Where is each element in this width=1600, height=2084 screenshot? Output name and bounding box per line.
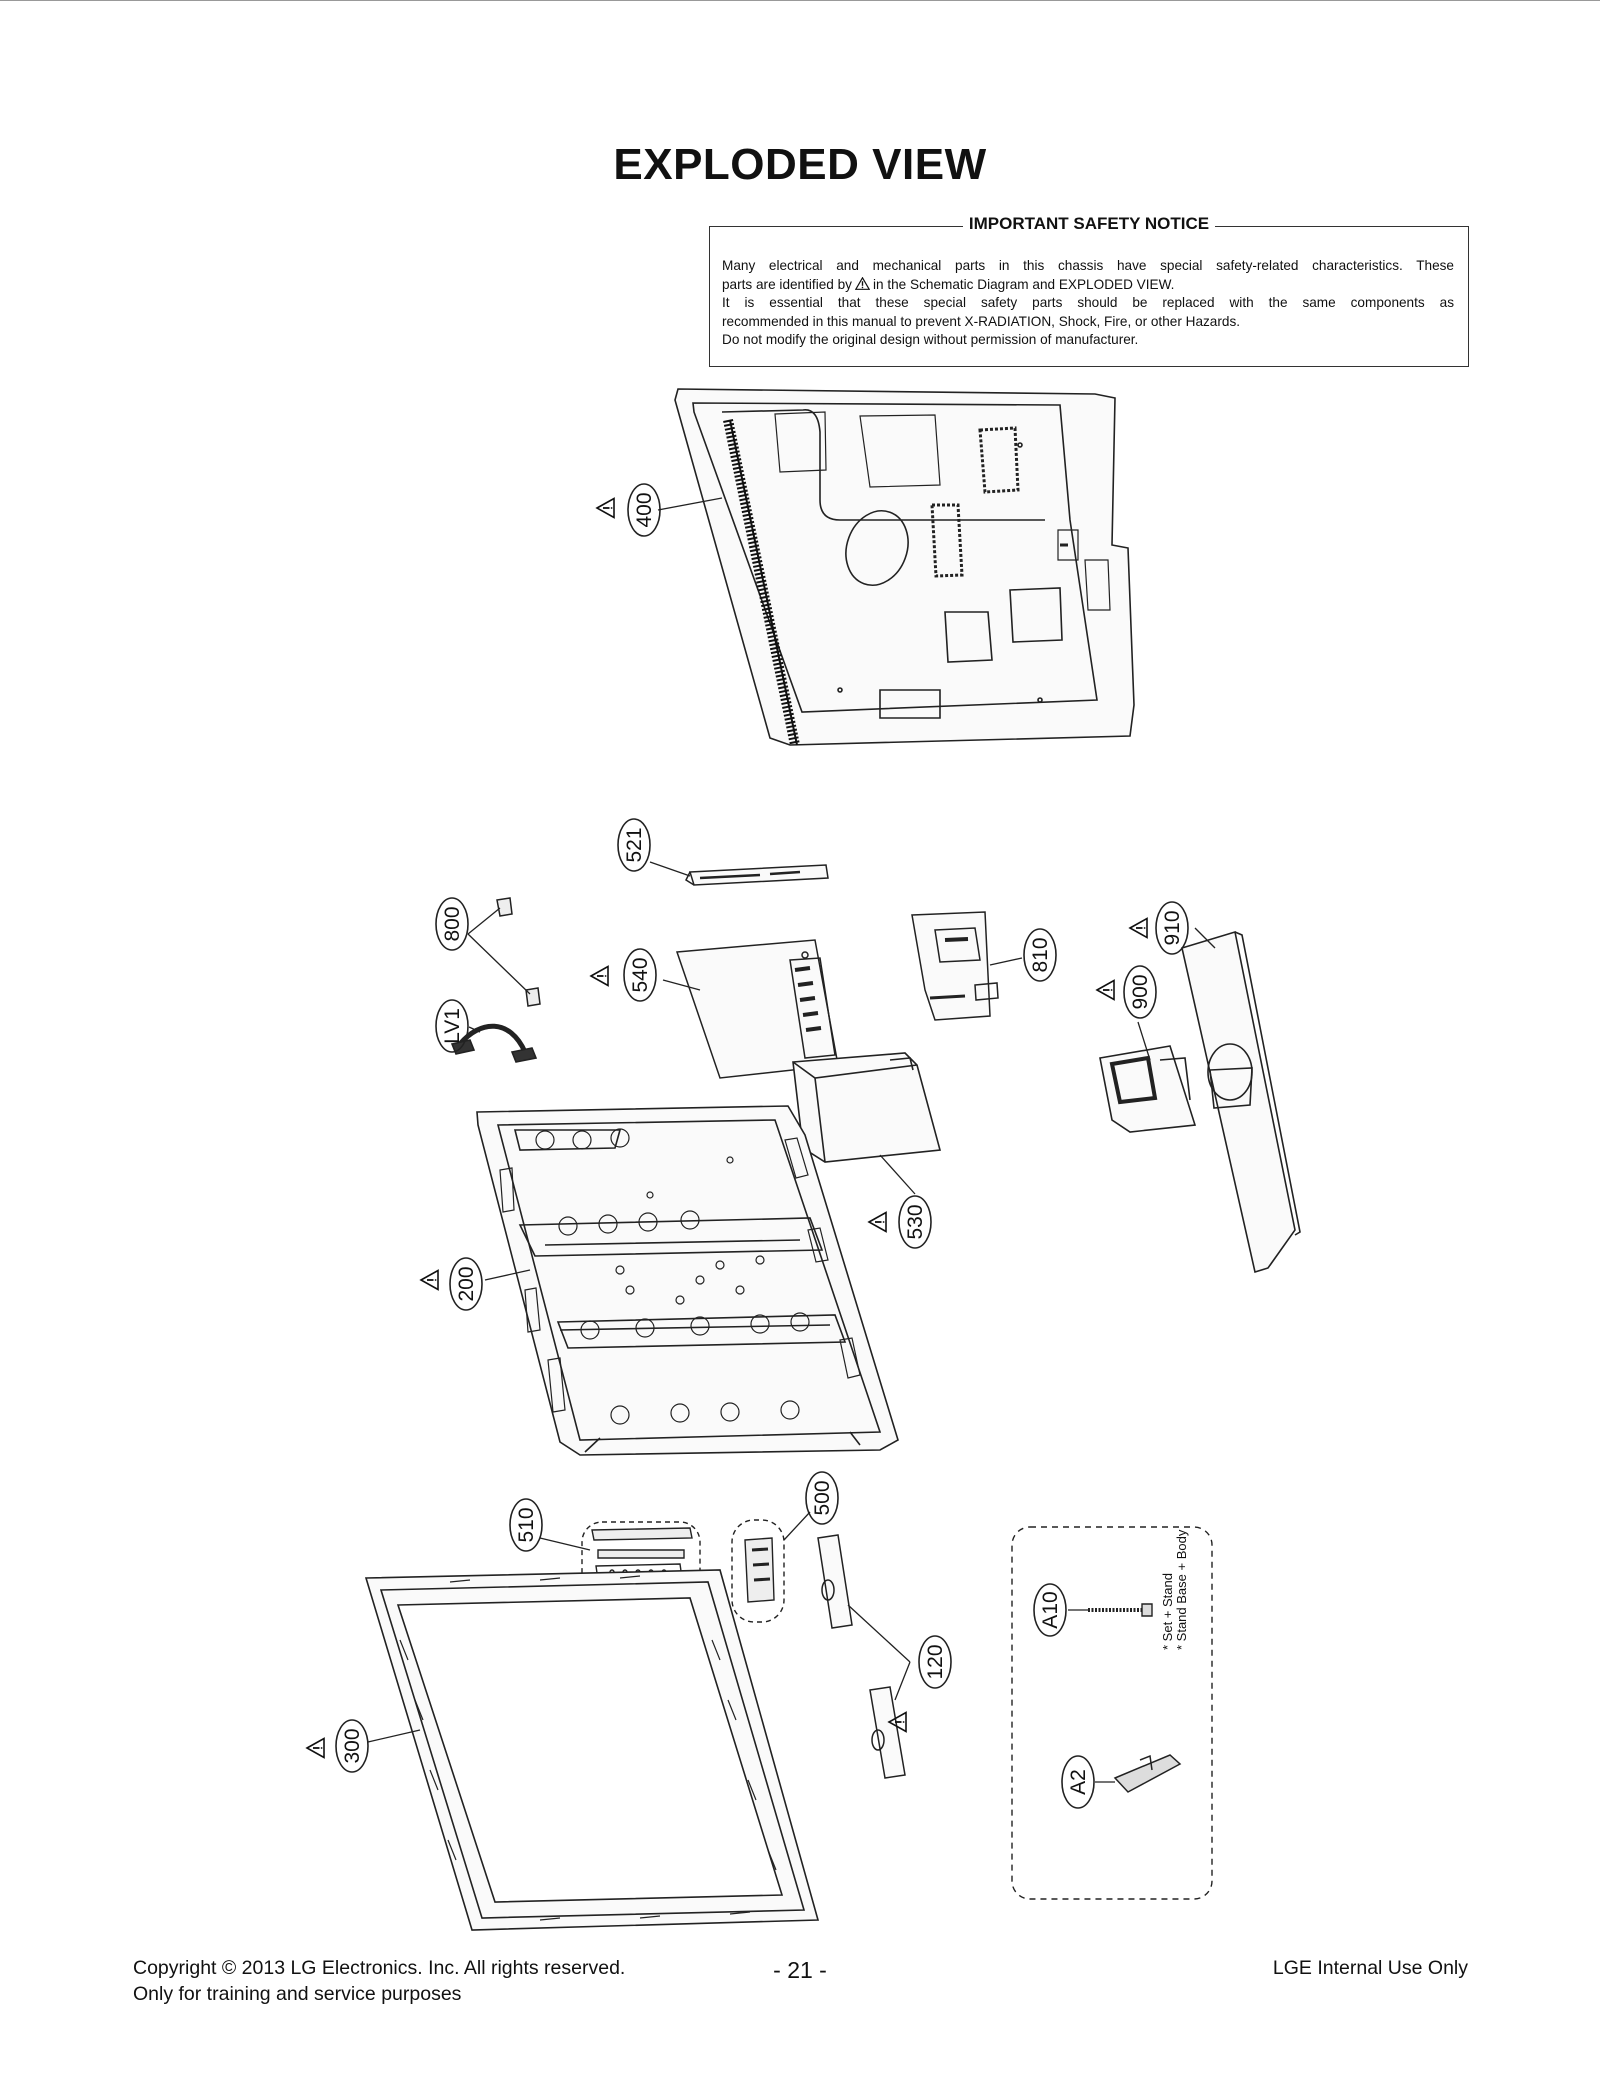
callout-400: 400	[627, 483, 661, 537]
stand-neck-a2-part	[1113, 1754, 1182, 1793]
accessory-box	[1011, 1526, 1213, 1900]
footer-copyright: Copyright © 2013 LG Electronics. Inc. Al…	[133, 1957, 626, 1979]
callout-200: 200	[449, 1257, 483, 1311]
callout-lv1: LV1	[435, 999, 469, 1053]
lvds-cable-lv1-part	[450, 1023, 538, 1063]
callout-300-label: 300	[341, 1728, 364, 1763]
safety-notice-line-3: It is essential that these special safet…	[722, 295, 1454, 310]
back-cover-part	[674, 388, 1135, 747]
callout-120-label: 120	[924, 1644, 947, 1679]
key-board-500-part	[731, 1519, 785, 1623]
stand-base-910-part	[1181, 930, 1301, 1274]
warning-triangle-icon	[596, 497, 615, 519]
safety-notice-line-1: Many electrical and mechanical parts in …	[722, 258, 1454, 273]
warning-triangle-icon	[420, 1269, 439, 1291]
callout-200-label: 200	[455, 1266, 478, 1301]
callout-400-label: 400	[633, 492, 656, 527]
screw-note-line-1: * Set + Stand	[1160, 1573, 1175, 1650]
warning-triangle-icon	[1129, 917, 1148, 939]
callout-a10: A10	[1033, 1583, 1067, 1637]
callout-lv1-label: LV1	[441, 1008, 464, 1044]
main-frame-200-part	[476, 1105, 899, 1456]
speaker-120-part	[817, 1534, 906, 1779]
safety-notice-body: Many electrical and mechanical parts in …	[722, 257, 1454, 350]
callout-300: 300	[335, 1719, 369, 1773]
leader-lines	[367, 497, 1216, 1783]
safety-notice-line-4: recommended in this manual to prevent X-…	[722, 313, 1241, 329]
safety-notice-box: IMPORTANT SAFETY NOTICE Many electrical …	[709, 214, 1469, 367]
callout-910: 910	[1155, 901, 1189, 955]
side-bracket-521-part	[685, 864, 829, 886]
screw-a10-part	[1088, 1603, 1153, 1617]
footer-page-number: - 21 -	[773, 1957, 827, 1983]
stand-body-900-part	[1099, 1045, 1197, 1133]
warning-triangle-icon	[854, 276, 870, 290]
callout-a10-label: A10	[1039, 1591, 1062, 1628]
safety-notice-heading: IMPORTANT SAFETY NOTICE	[962, 214, 1216, 233]
ir-board-510-part	[581, 1521, 701, 1593]
callout-a2: A2	[1061, 1755, 1095, 1809]
callout-a2-label: A2	[1067, 1769, 1090, 1795]
callout-500: 500	[805, 1471, 839, 1525]
callout-540-label: 540	[629, 957, 652, 992]
callout-800-label: 800	[441, 906, 464, 941]
page-title: EXPLODED VIEW	[613, 140, 987, 189]
front-cabinet-300-part	[364, 1569, 820, 1931]
power-board-530-part	[792, 1052, 942, 1163]
callout-530-label: 530	[904, 1204, 927, 1239]
footer-purpose: Only for training and service purposes	[133, 1983, 462, 2005]
bracket-810-part	[911, 911, 999, 1021]
callout-810-label: 810	[1029, 937, 1052, 972]
callout-521: 521	[617, 818, 651, 872]
callout-810: 810	[1023, 928, 1057, 982]
safety-notice-line-5: Do not modify the original design withou…	[722, 332, 1139, 347]
callout-500-label: 500	[811, 1480, 834, 1515]
callout-540: 540	[623, 948, 657, 1002]
callout-900-label: 900	[1129, 974, 1152, 1009]
callout-510: 510	[509, 1498, 543, 1552]
button-bracket-800-part	[496, 897, 541, 1007]
warning-triangle-icon	[868, 1211, 887, 1233]
warning-triangle-icon	[306, 1737, 325, 1759]
screw-note: * Set + Stand * Stand Base + Body	[1160, 1529, 1189, 1650]
callout-510-label: 510	[515, 1507, 538, 1542]
warning-triangle-icon	[590, 965, 609, 987]
screw-note-line-2: * Stand Base + Body	[1174, 1529, 1189, 1650]
callout-530: 530	[898, 1195, 932, 1249]
callout-900: 900	[1123, 965, 1157, 1019]
warning-triangle-icon	[1096, 979, 1115, 1001]
callout-800: 800	[435, 897, 469, 951]
callout-120: 120	[918, 1635, 952, 1689]
footer-left: Copyright © 2013 LG Electronics. Inc. Al…	[133, 1955, 625, 2007]
footer-internal: LGE Internal Use Only	[1272, 1957, 1468, 1979]
callout-521-label: 521	[623, 827, 646, 862]
page-top-rule	[0, 0, 1600, 1]
callout-910-label: 910	[1161, 910, 1184, 945]
main-board-540-part	[675, 939, 839, 1079]
